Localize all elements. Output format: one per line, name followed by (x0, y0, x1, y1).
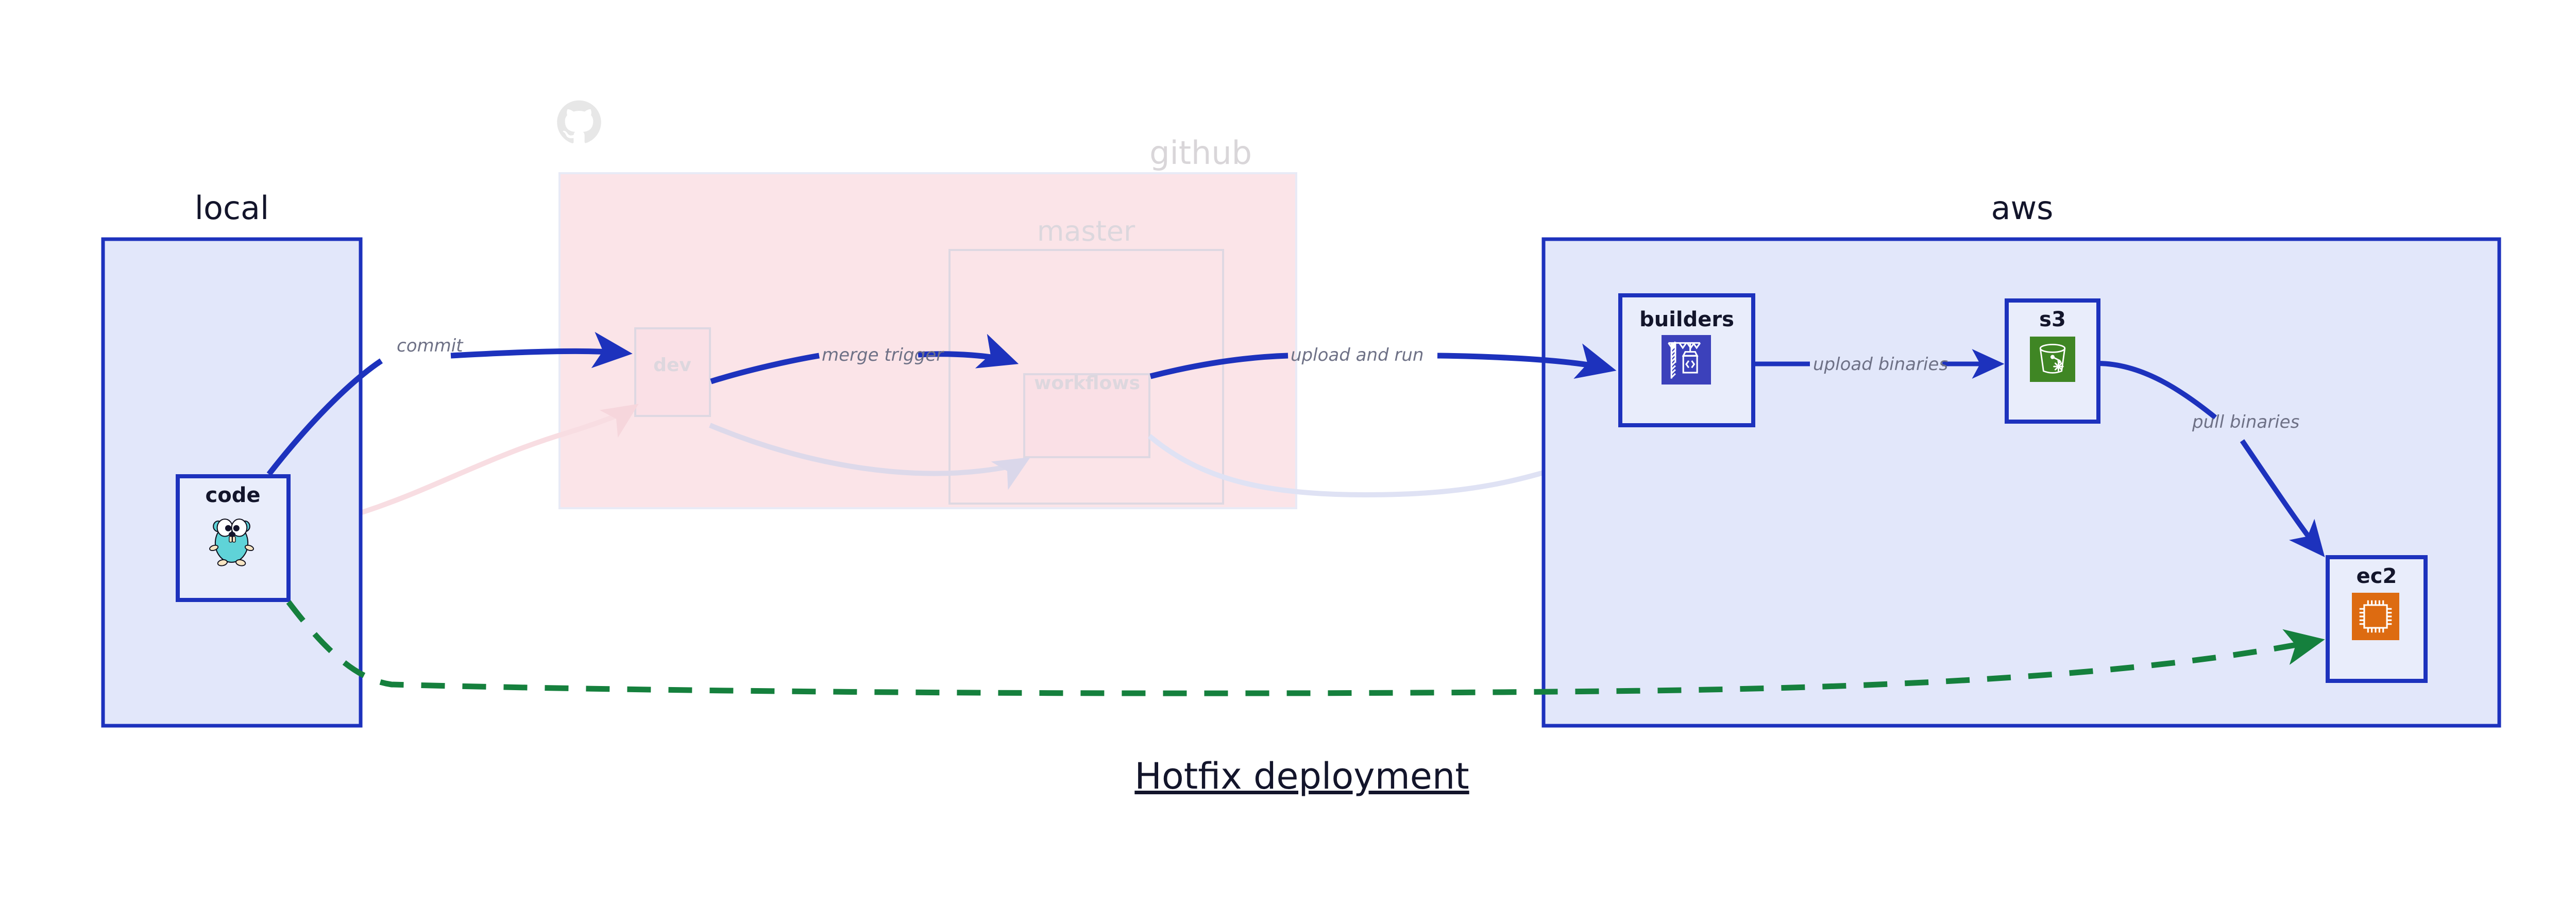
aws-ec2-chip-icon (2351, 592, 2400, 641)
group-label-aws: aws (1991, 189, 2053, 227)
node-s3[interactable]: s3 (2005, 298, 2100, 424)
edge-label-merge-trigger: merge trigger (822, 345, 944, 365)
node-label-builders: builders (1639, 308, 1734, 331)
active-edges-layer: commit merge trigger upload and run uplo… (266, 331, 2325, 696)
edge-label-pull-binaries: pull binaries (2192, 412, 2299, 432)
edge-hotfix-deploy-dashed (286, 600, 2325, 696)
edge-pull-binaries-seg1 (2098, 361, 2217, 420)
group-label-local: local (195, 189, 269, 227)
aws-s3-bucket-icon (2029, 336, 2076, 383)
node-workflows[interactable]: workflows (1023, 373, 1150, 458)
edge-commit-seg1 (266, 358, 383, 476)
node-code[interactable]: code (176, 474, 291, 602)
master-container[interactable] (948, 249, 1224, 505)
edge-label-upload-and-run: upload and run (1291, 345, 1423, 365)
aws-codebuild-crane-icon (1660, 334, 1712, 386)
node-label-s3: s3 (2039, 308, 2066, 331)
node-label-workflows: workflows (1034, 373, 1140, 394)
edge-upload-and-run-seg2 (1437, 343, 1617, 379)
group-master[interactable]: master (948, 215, 1224, 505)
github-octocat-icon (557, 100, 601, 144)
edge-merge-trigger-seg1 (710, 353, 820, 385)
edge-label-upload-binaries: upload binaries (1813, 354, 1948, 375)
faded-edge-dev-to-workflows (709, 423, 1031, 490)
node-builders[interactable]: builders (1618, 293, 1755, 427)
page-title: Hotfix deployment (1134, 755, 1469, 797)
node-label-ec2: ec2 (2357, 564, 2397, 588)
edge-pull-binaries-seg2 (2240, 439, 2325, 557)
workflows-box[interactable] (1023, 373, 1150, 458)
edge-upload-and-run-seg1 (1149, 353, 1289, 379)
node-ec2[interactable]: ec2 (2326, 555, 2428, 683)
dev-box[interactable] (634, 327, 711, 417)
edge-merge-trigger-seg2 (918, 333, 1019, 369)
group-label-github: github (1149, 134, 1252, 172)
group-github[interactable]: github (557, 100, 1297, 509)
edge-commit-seg2 (450, 331, 633, 369)
node-label-code: code (206, 483, 261, 507)
node-label-dev: dev (653, 355, 691, 376)
edge-label-commit: commit (397, 336, 464, 356)
group-label-master: master (1037, 215, 1136, 247)
node-dev[interactable]: dev (634, 327, 711, 417)
